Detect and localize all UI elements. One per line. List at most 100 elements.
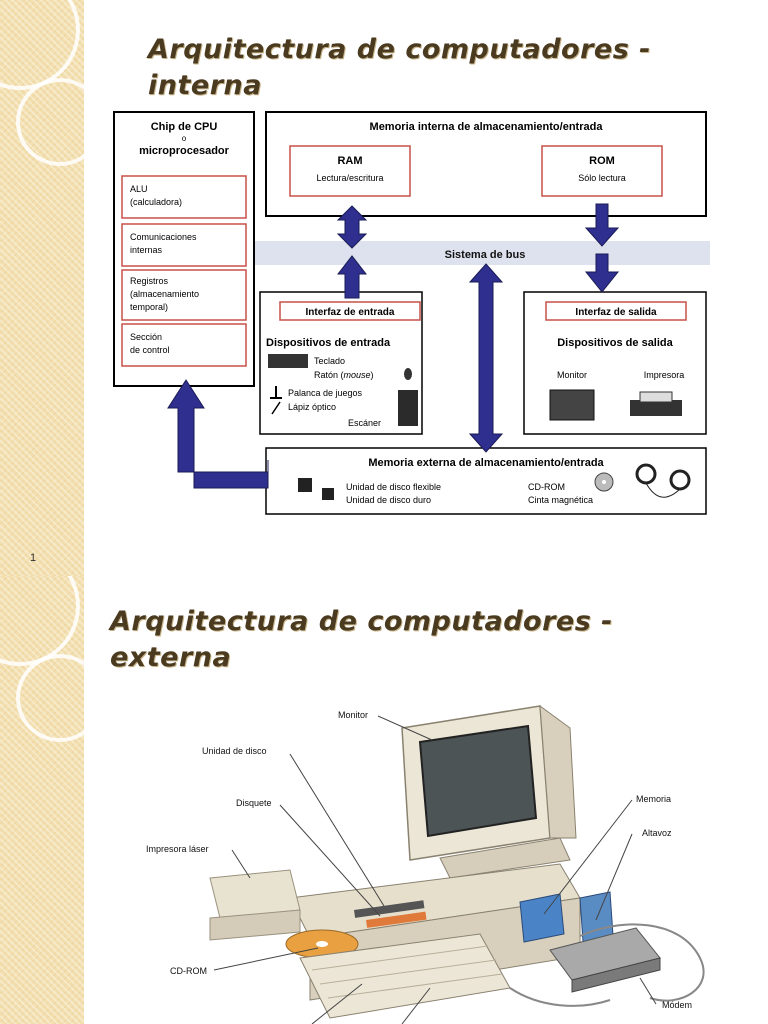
bus-band [250, 241, 710, 265]
flow-arrows [167, 203, 620, 489]
cd-rom-disc-hole [316, 941, 328, 947]
rom-bus-arrow [584, 203, 620, 247]
communications-box [121, 223, 247, 267]
monitor-stand [439, 837, 571, 879]
ram-box [289, 145, 411, 197]
sidebar-divider [84, 576, 87, 1024]
label-floppy: Disquete [236, 798, 272, 808]
cable [509, 987, 611, 1007]
light-pen-label: Lápiz óptico [288, 402, 336, 412]
rom-description: Sólo lectura [578, 173, 626, 183]
ram-title: RAM [337, 155, 362, 167]
monitor-icon [549, 389, 595, 421]
output-interface-label: Interfaz de salida [575, 307, 657, 318]
tape-reel-icon [669, 469, 691, 491]
callout-labels: Monitor Unidad de disco Disquete Impreso… [146, 710, 692, 1010]
callout-lines [213, 715, 657, 1024]
sidebar-divider [84, 0, 87, 576]
ram-bus-arrow [336, 205, 368, 249]
keyboard-label: Teclado [314, 356, 345, 366]
decorative-ring [16, 654, 104, 742]
page-number: 1 [30, 552, 37, 564]
cpu-heading: o [182, 134, 187, 143]
title-line: externa [110, 642, 232, 673]
external-memory-box [265, 447, 707, 515]
internal-memory-heading: Memoria interna de almacenamiento/entrad… [370, 121, 604, 133]
decorative-ring [0, 576, 80, 666]
input-interface-box [279, 301, 421, 321]
hard-drive-label: Unidad de disco duro [346, 495, 431, 505]
tape-label: Cinta magnética [528, 495, 593, 505]
joystick-label: Palanca de juegos [288, 388, 363, 398]
decorative-sidebar [0, 0, 104, 576]
mouse-icon [404, 368, 412, 380]
floppy-disk-icon [366, 911, 427, 928]
decorative-sidebar [0, 576, 104, 1024]
monitor-screen [418, 724, 538, 838]
decorative-ring [0, 0, 80, 90]
scanner-label: Escáner [348, 418, 381, 428]
bus-external-arrow [468, 263, 504, 453]
memory-board-icon [519, 893, 565, 943]
output-monitor-label: Monitor [557, 370, 587, 380]
floppy-label: Unidad de disco flexible [346, 482, 441, 492]
input-bus-arrow [336, 255, 368, 299]
cable [579, 923, 705, 1002]
control-section-label: de control [130, 345, 170, 355]
mouse-label: Ratón (mouse) [314, 370, 374, 380]
printer-paper-icon [639, 391, 673, 403]
computer-illustration-svg: Monitor Unidad de disco Disquete Impreso… [146, 704, 705, 1024]
keyboard-icon [268, 354, 308, 368]
light-pen-icon [271, 401, 281, 415]
printer-icon [630, 400, 682, 416]
bus-output-arrow [584, 253, 620, 293]
cd-disc-hole [602, 480, 606, 484]
slide-title: Arquitectura de computadores - externa [110, 604, 613, 676]
computer-illustration: Monitor Unidad de disco Disquete Impreso… [140, 688, 730, 1024]
floppy-drive-icon [298, 478, 312, 492]
slide-internal-architecture: Arquitectura de computadores - interna S… [0, 0, 710, 576]
keyboard-keys [311, 945, 503, 999]
cpu-heading: microprocesador [139, 145, 230, 157]
label-laser-printer: Impresora láser [146, 844, 209, 854]
input-devices-heading: Dispositivos de entrada [266, 337, 391, 349]
registers-label: Registros [130, 276, 169, 286]
output-interface-box [545, 301, 687, 321]
ram-description: Lectura/escritura [316, 173, 383, 183]
cdrom-label: CD-ROM [528, 482, 565, 492]
label-memory: Memoria [636, 794, 671, 804]
decorative-ring [16, 78, 104, 166]
control-section-box [121, 323, 247, 367]
title-line: Arquitectura de computadores - [110, 606, 613, 637]
title-line: Arquitectura de computadores - [148, 34, 651, 65]
tape-reel-icon [635, 463, 657, 485]
communications-label: Comunicaciones [130, 232, 197, 242]
registers-label: (almacenamiento [130, 289, 199, 299]
label-modem: Módem [662, 1000, 692, 1010]
external-memory-heading: Memoria externa de almacenamiento/entrad… [368, 457, 604, 469]
input-interface-label: Interfaz de entrada [306, 307, 395, 318]
label-cd-rom: CD-ROM [170, 966, 207, 976]
label-disk-drive: Unidad de disco [202, 746, 267, 756]
joystick-icon [270, 386, 282, 399]
external-cpu-arrow [167, 379, 269, 489]
cpu-heading: Chip de CPU [151, 121, 218, 133]
label-speaker: Altavoz [642, 828, 672, 838]
tape-strip [645, 482, 681, 498]
modem-front [571, 957, 661, 993]
architecture-diagram: Sistema de bus Chip de CPU o microproces… [110, 108, 710, 525]
communications-label: internas [130, 245, 163, 255]
floppy-slot [354, 900, 425, 918]
laser-printer-base [209, 909, 301, 941]
alu-box [121, 175, 247, 219]
control-section-label: Sección [130, 332, 162, 342]
rom-title: ROM [589, 155, 615, 167]
alu-label: (calculadora) [130, 197, 182, 207]
monitor-side [539, 704, 577, 839]
slide-title: Arquitectura de computadores - interna [148, 32, 651, 104]
scanner-icon [398, 390, 418, 426]
architecture-diagram-svg: Sistema de bus Chip de CPU o microproces… [113, 111, 710, 515]
output-devices-heading: Dispositivos de salida [557, 337, 673, 349]
rom-box [541, 145, 663, 197]
label-monitor: Monitor [338, 710, 368, 720]
